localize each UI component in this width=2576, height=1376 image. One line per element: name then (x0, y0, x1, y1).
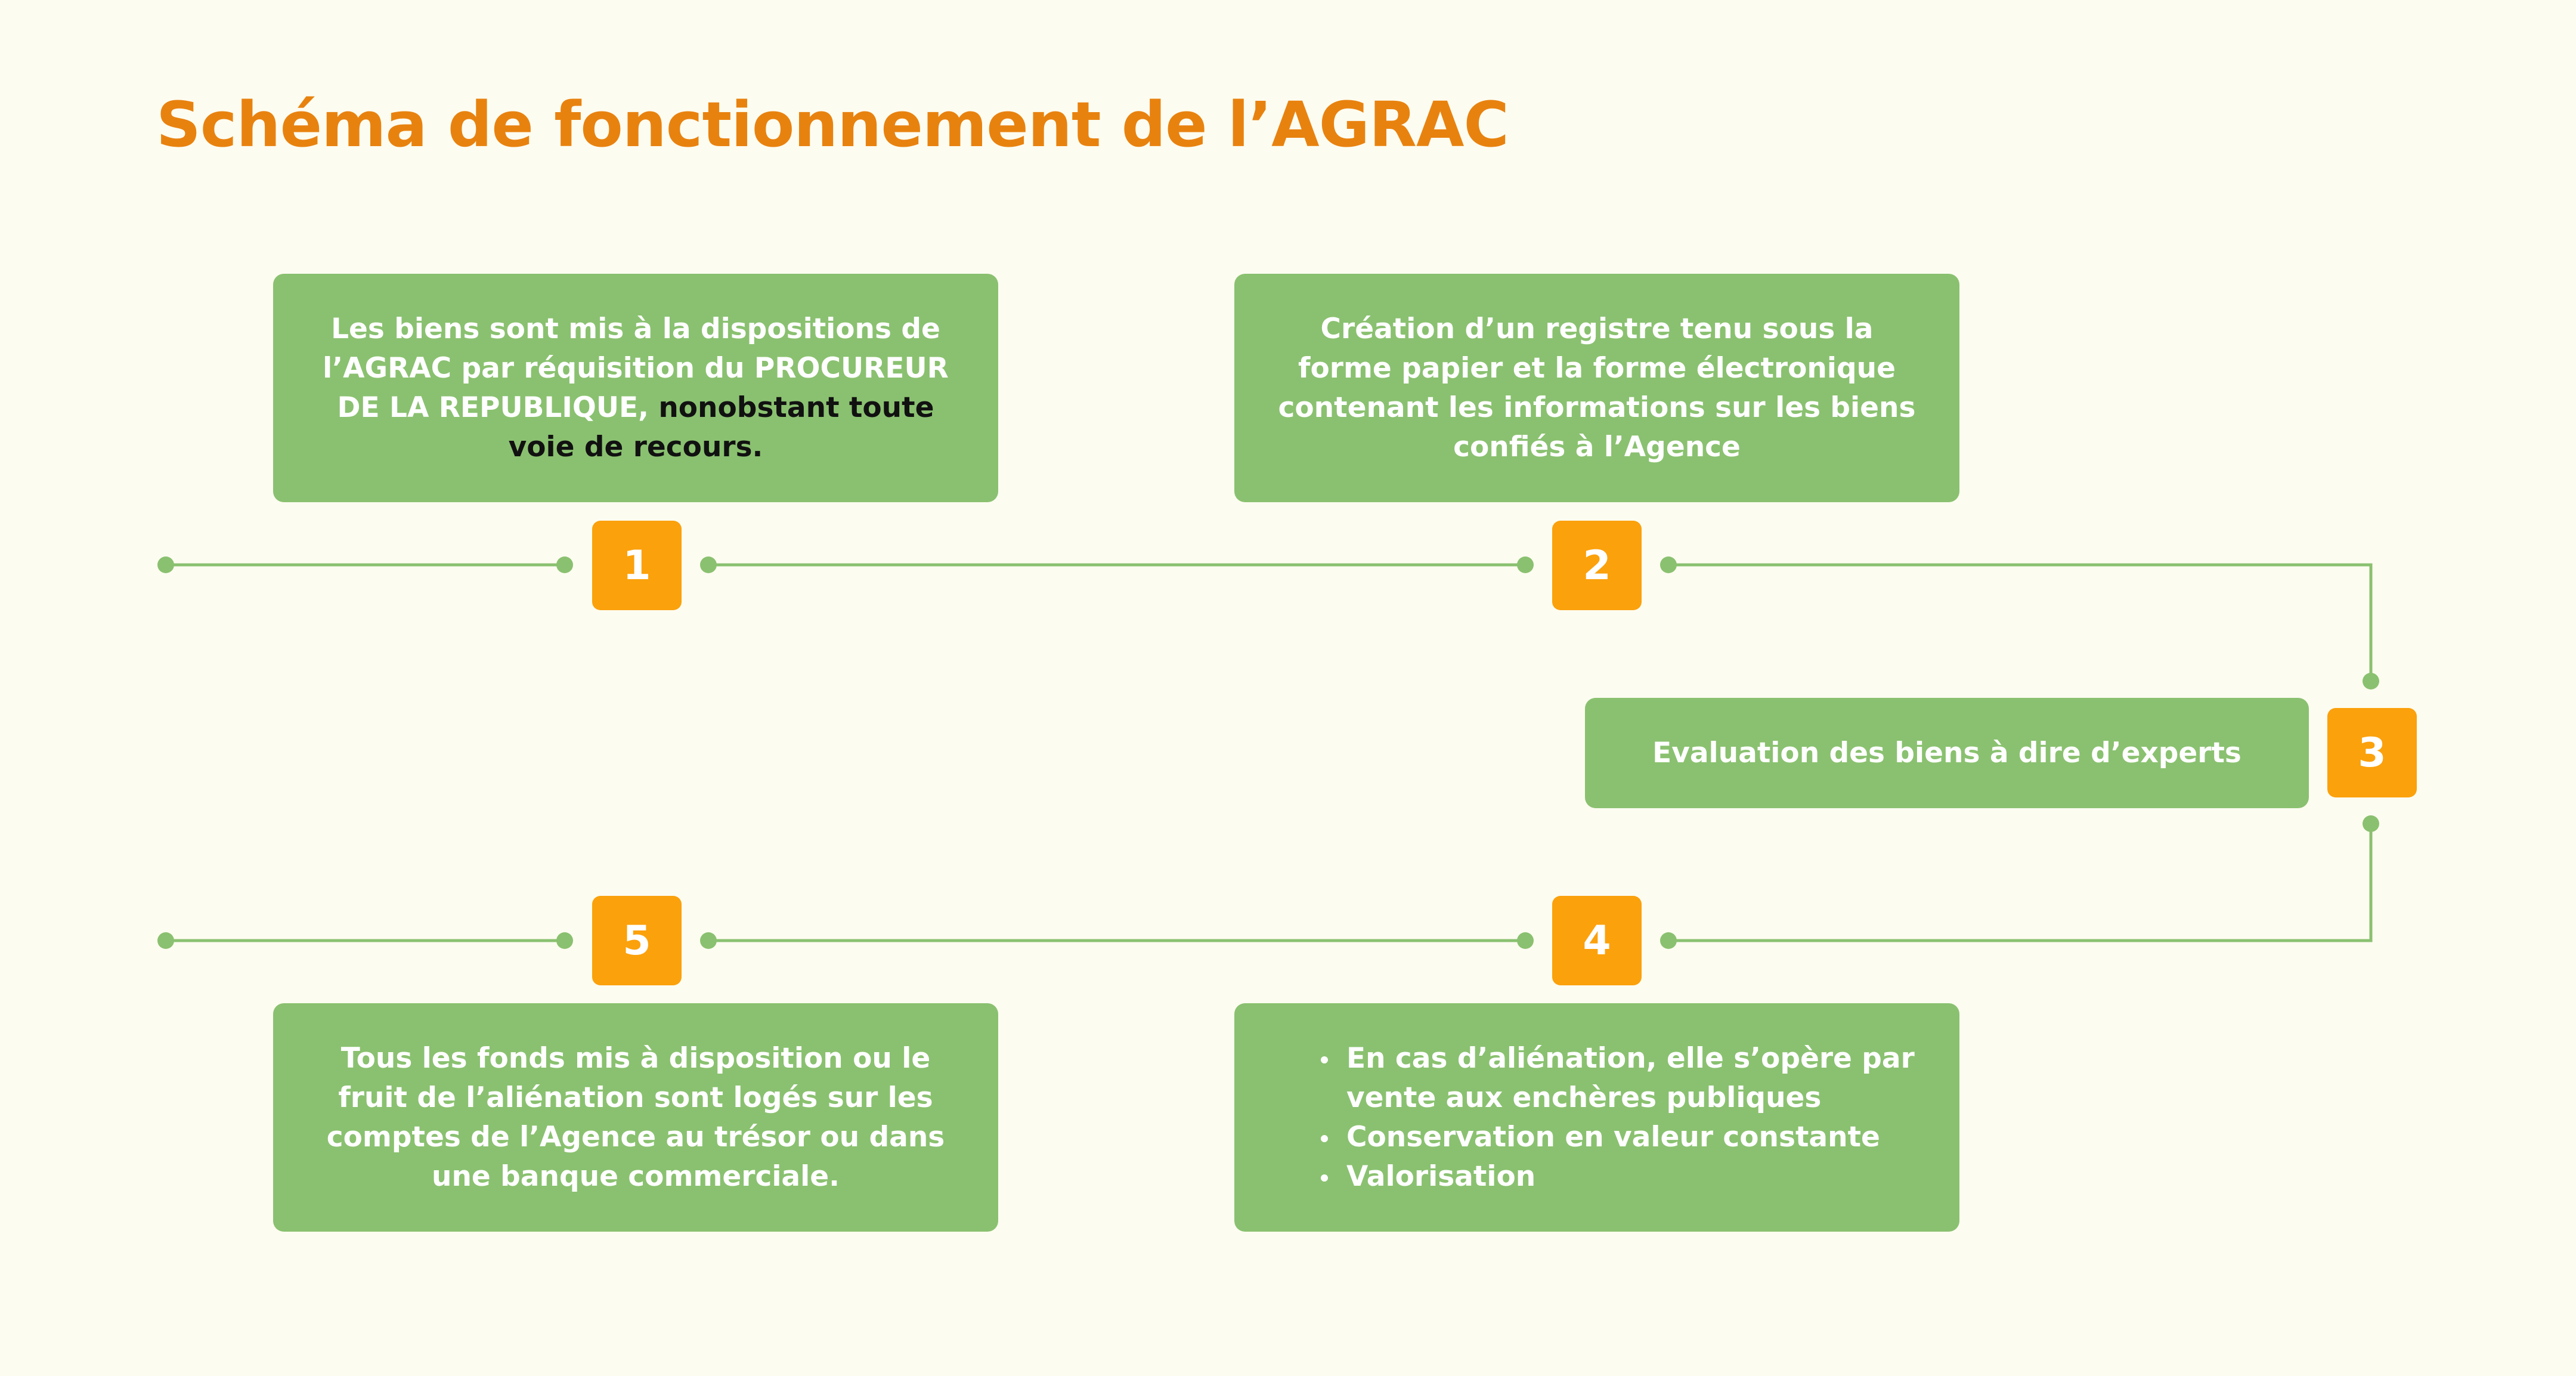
connector-dot (556, 556, 573, 573)
connector-dot (700, 932, 717, 949)
step-4-list: En cas d’aliénation, elle s’opère par ve… (1276, 1039, 1930, 1196)
connector-dot (2363, 673, 2379, 689)
connector-dot (1660, 556, 1677, 573)
step-1-text-emphasis: nonobstant toute voie de recours. (508, 391, 934, 463)
connector-line (1668, 563, 2373, 681)
connector-dot (157, 932, 174, 949)
connector-dot (1517, 932, 1534, 949)
connector-dot (1660, 932, 1677, 949)
list-item: Valorisation (1276, 1157, 1930, 1196)
connector-dot (1517, 556, 1534, 573)
step-3-box: Evaluation des biens à dire d’experts (1585, 698, 2309, 808)
step-2-badge: 2 (1552, 521, 1642, 610)
connector-dot (2363, 815, 2379, 832)
connector-dot (157, 556, 174, 573)
step-3-badge: 3 (2327, 708, 2417, 797)
step-4-badge: 4 (1552, 896, 1642, 985)
step-5-box: Tous les fonds mis à disposition ou le f… (273, 1003, 998, 1232)
step-1-badge: 1 (592, 521, 682, 610)
step-2-text: Création d’un registre tenu sous la form… (1278, 312, 1916, 463)
connector-dot (556, 932, 573, 949)
step-1-box: Les biens sont mis à la dispositions de … (273, 274, 998, 502)
connector-line (1668, 824, 2373, 942)
list-item: Conservation en valeur constante (1276, 1118, 1930, 1157)
list-item: En cas d’aliénation, elle s’opère par ve… (1276, 1039, 1930, 1118)
step-1-text: Les biens sont mis à la dispositions de … (323, 312, 949, 463)
connector-dot (700, 556, 717, 573)
page-title: Schéma de fonctionnement de l’AGRAC (156, 88, 1509, 161)
step-4-box: En cas d’aliénation, elle s’opère par ve… (1234, 1003, 1959, 1232)
step-2-box: Création d’un registre tenu sous la form… (1234, 274, 1959, 502)
step-5-text: Tous les fonds mis à disposition ou le f… (326, 1041, 945, 1193)
step-3-text: Evaluation des biens à dire d’experts (1652, 736, 2241, 769)
step-5-badge: 5 (592, 896, 682, 985)
